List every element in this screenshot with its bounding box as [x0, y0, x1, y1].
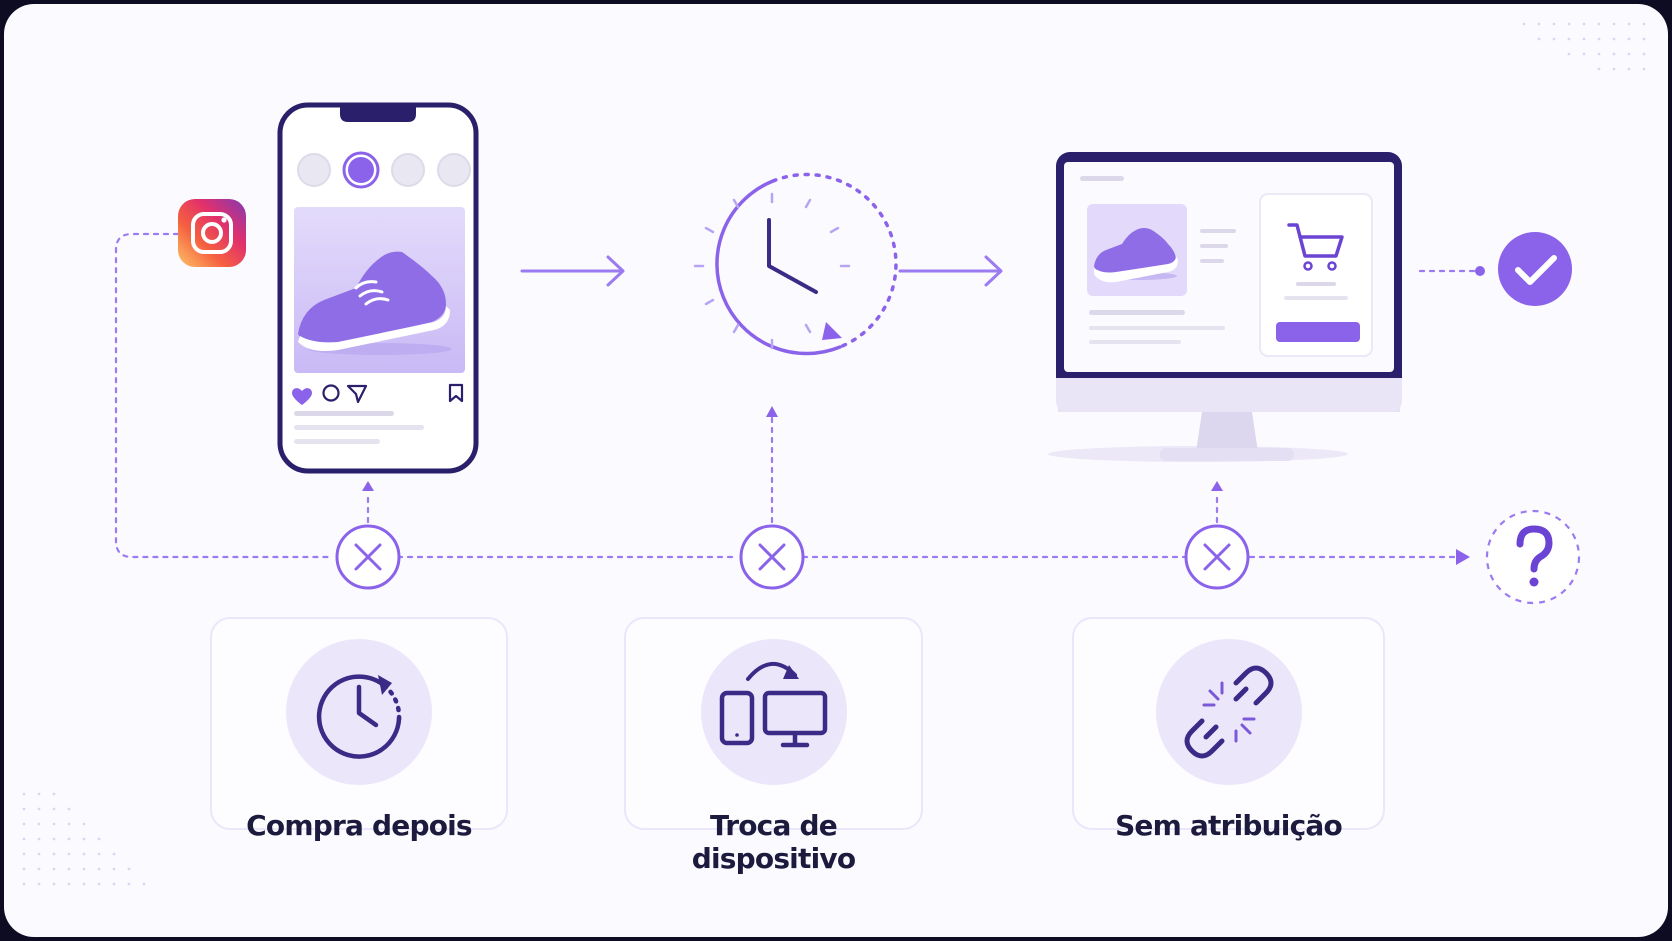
dot-pattern-bottom: [22, 792, 146, 886]
attribution-flow-diagram: [22, 22, 1646, 886]
instagram-icon: [178, 199, 246, 267]
desktop-shop-icon: [1048, 152, 1402, 462]
check-icon: [1498, 232, 1572, 306]
x-node-3: [1184, 524, 1250, 590]
card-label: Troca de dispositivo: [691, 809, 856, 875]
x-node-2: [739, 524, 805, 590]
card-icon-badge: [1155, 639, 1302, 785]
card-icon-badge: [700, 639, 847, 785]
dotted-path-left: [114, 232, 334, 559]
card-icon-badge: [286, 639, 432, 785]
baseline-arrowhead: [1456, 549, 1470, 565]
obstacle-card-1: Compra depois: [210, 617, 508, 842]
dotted-verticals: [366, 416, 1219, 524]
broken-link-icon: [1184, 665, 1273, 759]
obstacle-card-3: Sem atribuição: [1072, 617, 1385, 842]
flow-arrow-2: [898, 255, 1003, 287]
question-icon: [1485, 509, 1581, 605]
success-connector-dot: [1475, 266, 1485, 276]
x-node-1: [335, 524, 401, 590]
flow-arrow-1: [520, 255, 625, 287]
card-label: Sem atribuição: [1115, 809, 1343, 842]
diagram-canvas: Compra depois Troca de dispositivo: [4, 4, 1668, 937]
clock-icon: [693, 172, 898, 356]
obstacle-card-2: Troca de dispositivo: [624, 617, 923, 875]
card-label: Compra depois: [246, 809, 472, 842]
vertical-arrowheads: [362, 406, 1223, 491]
devices-switch-icon: [719, 662, 827, 748]
clock-refresh-icon: [316, 674, 402, 759]
dot-pattern-top: [1522, 22, 1646, 71]
phone-post-icon: [277, 102, 479, 474]
